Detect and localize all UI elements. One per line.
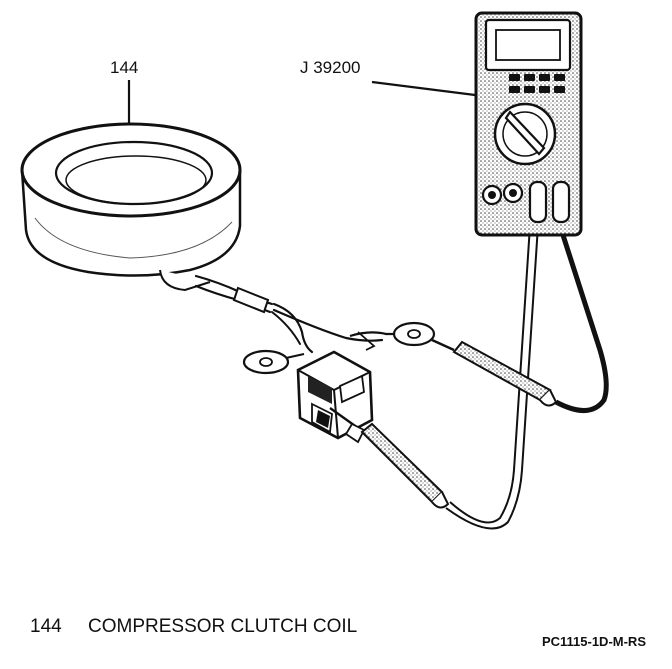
meter-leader-line — [371, 80, 476, 97]
meter-lcd — [495, 29, 561, 61]
coil-callout-label: 144 — [110, 58, 139, 77]
figure-code: PC1115-1D-M-RS — [541, 634, 646, 649]
digital-multimeter — [474, 11, 583, 237]
meter-input-jacks — [481, 180, 571, 224]
legend-entry: 144 COMPRESSOR CLUTCH COIL — [30, 616, 357, 638]
test-lead-connector — [329, 194, 541, 530]
meter-rotary-dial — [493, 102, 557, 166]
meter-keypad — [509, 74, 565, 93]
legend-number: 144 — [30, 616, 62, 637]
legend-text: COMPRESSOR CLUTCH COIL — [88, 616, 358, 637]
compressor-clutch-coil — [20, 122, 242, 292]
ring-terminal-ground — [349, 321, 436, 351]
ring-terminal-connector — [242, 349, 305, 375]
test-lead-ground — [431, 231, 609, 413]
meter-callout-label: J 39200 — [300, 58, 361, 77]
coil-lead-wires — [194, 274, 384, 354]
coil-connector — [296, 350, 374, 440]
